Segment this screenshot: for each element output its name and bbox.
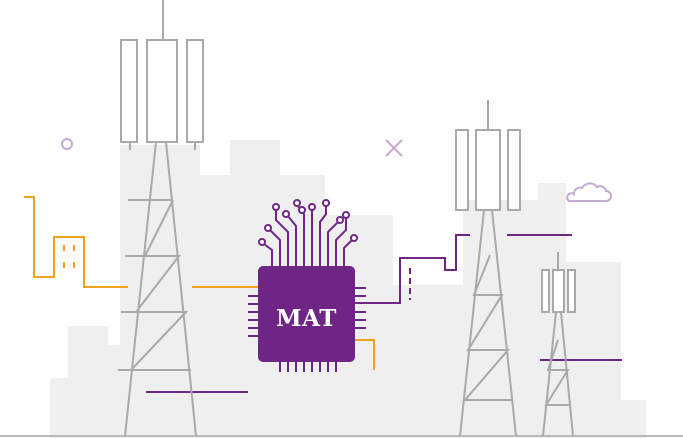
tower-left [118, 0, 204, 437]
chip-label: MAT [276, 305, 337, 332]
building-windows [63, 245, 75, 268]
right-purple-trace [355, 234, 470, 304]
right-orange-trace [355, 339, 375, 370]
cross-icon [385, 139, 403, 157]
chip-pins [248, 258, 366, 372]
chip [258, 266, 355, 362]
chip-circuit-branches [263, 205, 353, 258]
circle-icon [61, 138, 73, 150]
tower-right [541, 252, 576, 437]
tower-middle [455, 100, 521, 437]
cloud-icon [566, 182, 612, 202]
building-icon [24, 196, 128, 288]
chip-circuit-nodes [258, 199, 358, 246]
